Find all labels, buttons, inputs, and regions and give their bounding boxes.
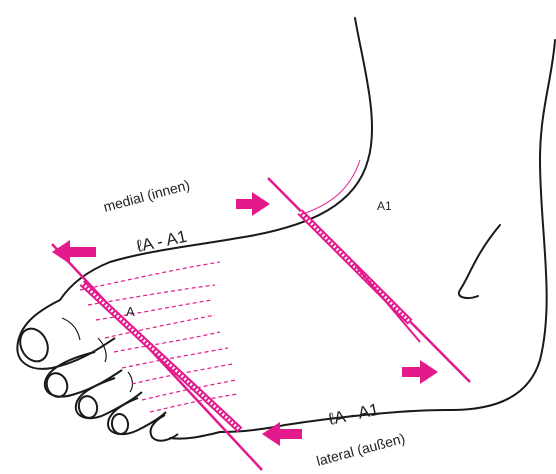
metatarsal-hatching: [80, 262, 238, 412]
top-measure-label: ℓA - A1: [134, 227, 189, 256]
arrow-left-top: [52, 240, 96, 264]
point-a-label: A: [126, 304, 135, 319]
toes: [15, 300, 178, 441]
measuring-tape-a1: [268, 178, 470, 382]
medial-label: medial (innen): [102, 176, 192, 214]
tendon-line: [300, 160, 360, 215]
arrow-right-top: [236, 192, 270, 216]
lateral-label: lateral (außen): [315, 430, 407, 469]
point-a1-label: A1: [377, 199, 392, 213]
arrow-right-bottom: [402, 360, 438, 384]
foot-outline: [60, 18, 555, 439]
bottom-measure-label: ℓA - A1: [326, 400, 381, 429]
